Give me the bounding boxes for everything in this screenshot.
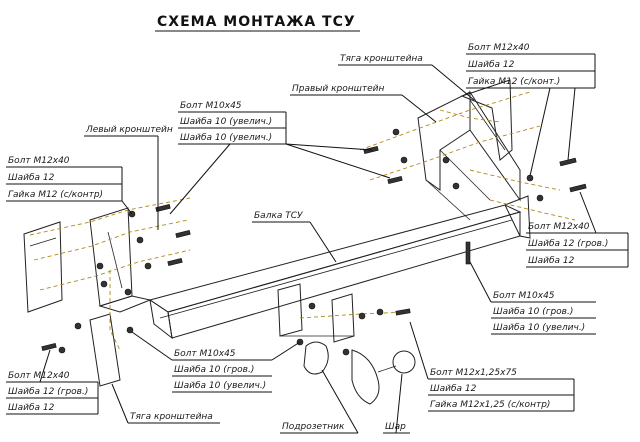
label-tyaga-bottom: Тяга кронштейна [111,383,220,424]
label-washer-12-grov-bottom: Шайба 12 (гров.) [8,387,88,397]
label-shar: Шар [383,373,410,434]
label-washer-12-right: Шайба 12 [528,256,575,266]
label-washer-10-uvel-right: Шайба 10 (увелич.) [493,323,585,333]
label-washer-12-top: Шайба 12 [468,60,515,70]
socket-plate [277,283,355,343]
label-bolt-m12x125x75: Болт М12х1,25х75 [430,368,517,378]
label-washer-10-uvel-center: Шайба 10 (увелич.) [174,381,266,391]
label-nut-m12-top: Гайка М12 (с/конт.) [468,77,560,87]
label-group-bottom-right: Болт М12х1,25х75 Шайба 12 Гайка М12х1,25… [409,321,575,412]
label-bolt-m12x40-top: Болт М12х40 [468,43,530,53]
label-tyaga-top: Тяга кронштейна [338,54,475,101]
label-washer-12-bottom: Шайба 12 [8,403,55,413]
label-group-right-lower: Болт М10х45 Шайба 10 (гров.) Шайба 10 (у… [469,261,596,335]
label-balka: Балка ТСУ [252,211,337,263]
right-bracket [417,90,521,221]
label-washer-10-grov-right: Шайба 10 (гров.) [493,307,573,317]
label-socket-holder: Подрозетник [282,422,345,432]
label-washer-12-ball: Шайба 12 [430,384,477,394]
label-bolt-m12x40-bottom: Болт М12х40 [8,371,70,381]
label-bolt-m12x40-left: Болт М12х40 [8,156,70,166]
label-nut-m12-left: Гайка М12 (с/контр) [8,190,103,200]
label-group-mid: Болт М10х45 Шайба 10 (увелич.) Шайба 10 … [169,101,391,215]
label-group-right-mid: Болт М12х40 Шайба 12 (гров.) Шайба 12 [526,191,629,268]
label-bolt-m10x45-mid: Болт М10х45 [180,101,242,111]
fasteners [41,128,587,356]
label-tow-bar-beam: Балка ТСУ [254,211,303,221]
label-group-center-bottom: Болт М10х45 Шайба 10 (гров.) Шайба 10 (у… [131,331,301,393]
label-nut-m12x125: Гайка М12х1,25 (с/контр) [430,400,550,410]
label-tow-ball: Шар [385,422,406,432]
label-right-bracket: Правый кронштейн [292,84,385,94]
label-top-bracket-rod: Тяга кронштейна [340,54,423,64]
label-left-bracket: Левый кронштейн [85,125,173,135]
label-podrozetnik: Подрозетник [280,369,359,434]
bottom-bracket-rod [23,221,121,387]
label-group-bottom-left: Болт М12х40 Шайба 12 (гров.) Шайба 12 [6,349,99,415]
label-bolt-m10x45-right: Болт М10х45 [493,291,555,301]
label-washer-10-grov-center: Шайба 10 (гров.) [174,365,254,375]
diagram-title: СХЕМА МОНТАЖА ТСУ [157,14,356,30]
label-group-top-right: Болт М12х40 Шайба 12 Гайка М12 (с/конт.) [466,43,596,177]
label-bottom-bracket-rod: Тяга кронштейна [130,412,213,422]
label-pravyi: Правый кронштейн [290,84,437,123]
label-group-left: Болт М12х40 Шайба 12 Гайка М12 (с/контр) [6,156,133,215]
label-washer-12-grov-right: Шайба 12 (гров.) [528,239,608,249]
label-bolt-m12x40-right: Болт М12х40 [528,222,590,232]
socket-holder [303,341,329,375]
assembly-guides [29,91,576,351]
label-washer-10-mid-2: Шайба 10 (увелич.) [180,133,272,143]
left-bracket [89,207,152,313]
tow-ball [351,349,416,405]
label-levyi: Левый кронштейн [84,125,173,230]
label-bolt-m10x45-center: Болт М10х45 [174,349,236,359]
label-washer-12-left: Шайба 12 [8,173,55,183]
top-bracket-rod [460,79,513,161]
label-washer-10-mid-1: Шайба 10 (увелич.) [180,117,272,127]
